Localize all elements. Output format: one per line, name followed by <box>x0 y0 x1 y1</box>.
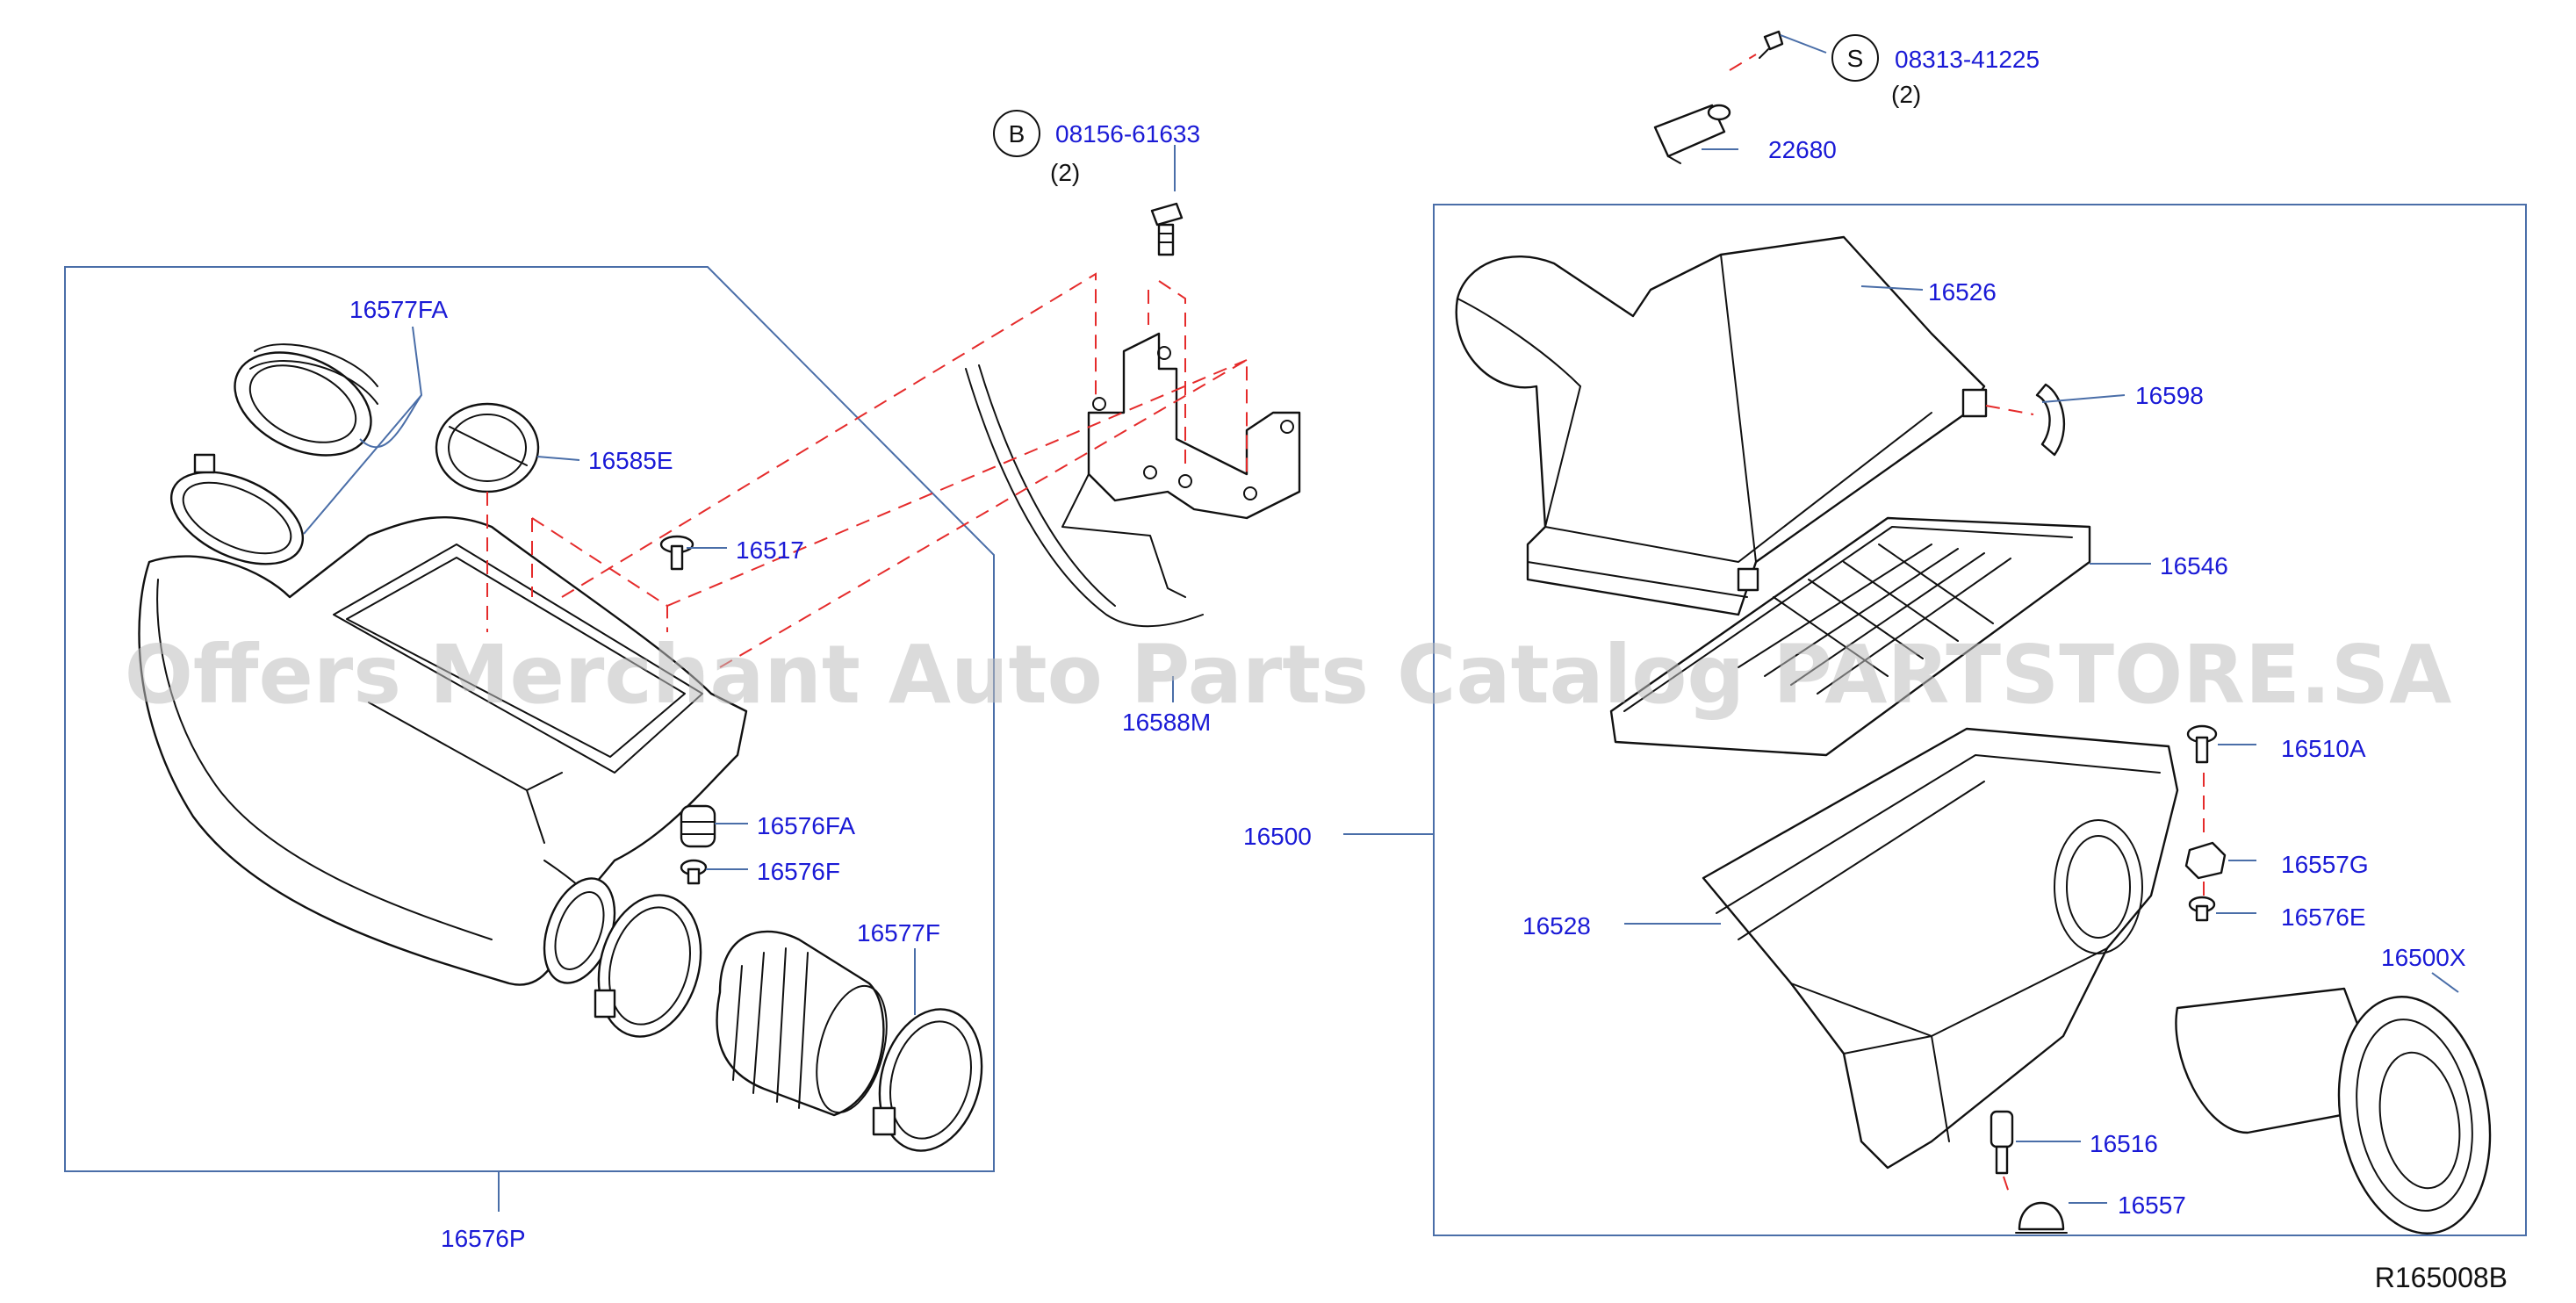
clamp-lower-illustration <box>594 894 702 1038</box>
callout-b-part-number[interactable]: 08156-61633 <box>1055 120 1200 148</box>
part-label-16510a[interactable]: 16510A <box>2281 735 2366 762</box>
part-label-16517[interactable]: 16517 <box>736 536 804 564</box>
air-duct-illustration <box>138 515 748 986</box>
screw-s-illustration <box>1759 30 1784 59</box>
callout-s-letter: S <box>1847 45 1864 72</box>
callout-b-quantity: (2) <box>1050 159 1080 186</box>
part-label-16598[interactable]: 16598 <box>2135 382 2204 409</box>
part-label-16577f[interactable]: 16577F <box>857 919 940 947</box>
clip-16598-illustration <box>2035 383 2066 457</box>
part-label-16546[interactable]: 16546 <box>2160 552 2228 580</box>
part-label-16526[interactable]: 16526 <box>1928 278 1997 306</box>
part-label-16576f[interactable]: 16576F <box>757 858 840 885</box>
callout-s[interactable]: S 08313-41225 (2) <box>1831 34 2040 108</box>
part-label-16528[interactable]: 16528 <box>1522 912 1591 939</box>
bolt-16510a-illustration <box>2186 724 2218 764</box>
assembly-guide-lines <box>486 54 2205 1199</box>
bolt-b-illustration <box>1150 202 1184 256</box>
upper-housing-16526-illustration <box>1455 235 1988 616</box>
bracket-16588m-illustration <box>965 332 1301 628</box>
pin-16576f-illustration <box>680 859 708 885</box>
callout-s-circle <box>1831 34 1879 82</box>
grommet-16557-illustration <box>2015 1201 2068 1234</box>
leader-lines <box>303 34 2459 1212</box>
lower-housing-16528-illustration <box>1702 727 2179 1170</box>
part-label-16577fa[interactable]: 16577FA <box>349 296 448 323</box>
part-label-16576e[interactable]: 16576E <box>2281 903 2366 931</box>
hose-16577fa-illustration <box>234 343 378 457</box>
callout-s-part-number[interactable]: 08313-41225 <box>1895 46 2040 73</box>
right-group-frame <box>1433 204 2527 1236</box>
part-labels: 22680 16526 16598 16546 16510A 16557G 16… <box>349 136 2466 1252</box>
clip-16517-illustration <box>659 535 694 571</box>
part-label-16576fa[interactable]: 16576FA <box>757 812 855 839</box>
part-label-16585e[interactable]: 16585E <box>588 447 673 474</box>
nut-16557g-illustration <box>2184 841 2227 880</box>
sensor-22680-illustration <box>1653 104 1731 164</box>
part-label-16500[interactable]: 16500 <box>1243 823 1312 850</box>
part-label-16557[interactable]: 16557 <box>2118 1191 2186 1219</box>
part-label-16588m[interactable]: 16588M <box>1122 709 1211 736</box>
cap-16585e-illustration <box>435 402 540 493</box>
grommet-16576fa-illustration <box>680 804 716 848</box>
watermark-text: Offers Merchant Auto Parts Catalog PARTS… <box>125 628 2452 722</box>
duct-16500x-illustration <box>2175 987 2492 1235</box>
part-label-16500x[interactable]: 16500X <box>2381 944 2466 971</box>
hose-lower-illustration <box>716 930 888 1117</box>
callout-s-quantity: (2) <box>1891 81 1921 108</box>
callout-b-circle <box>993 110 1040 157</box>
pin-16576e-illustration <box>2188 896 2216 922</box>
callout-b[interactable]: B 08156-61633 (2) <box>993 110 1200 186</box>
clamp-upper-illustration <box>169 453 305 565</box>
part-label-16576p[interactable]: 16576P <box>441 1225 526 1252</box>
diagram-code: R165008B <box>2375 1262 2508 1293</box>
filter-16546-illustration <box>1609 516 2091 757</box>
clamp-16577f-illustration <box>872 1008 983 1152</box>
part-label-16557g[interactable]: 16557G <box>2281 851 2369 878</box>
pin-16516-illustration <box>1990 1110 2014 1175</box>
part-label-22680[interactable]: 22680 <box>1768 136 1837 163</box>
part-label-16516[interactable]: 16516 <box>2090 1130 2158 1157</box>
callout-b-letter: B <box>1009 120 1025 148</box>
left-group-frame <box>64 266 995 1172</box>
